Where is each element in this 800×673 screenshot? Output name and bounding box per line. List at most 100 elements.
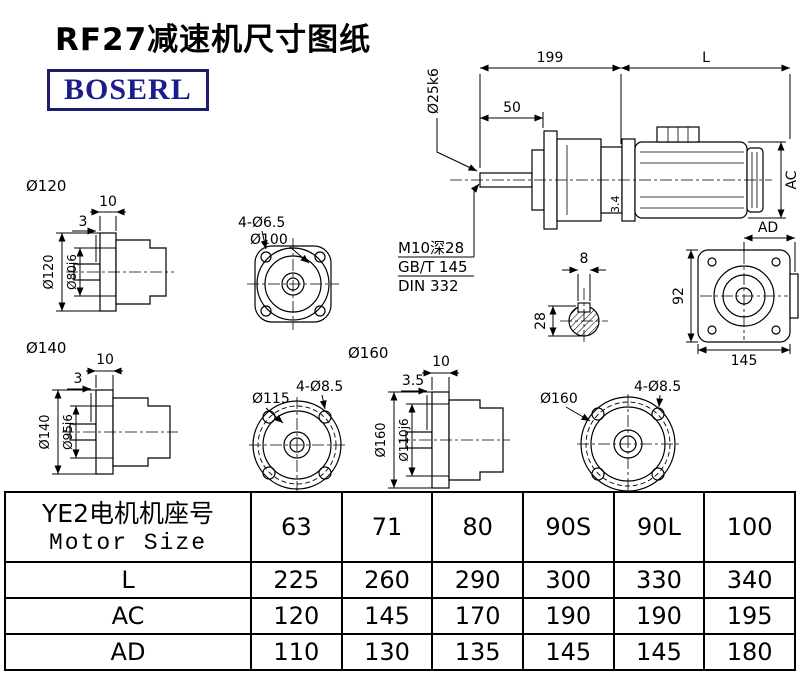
bolt-hole — [651, 467, 665, 481]
bolt-hole — [318, 410, 332, 424]
dim-dia-120-label: Ø120 — [42, 254, 57, 289]
label-dia-160: Ø160 — [540, 391, 591, 422]
value-cell: 130 — [340, 633, 434, 671]
value-cell: 290 — [431, 561, 524, 599]
bolt-hole — [262, 466, 276, 480]
value-cell: 110 — [250, 633, 343, 671]
dim-199-label: 199 — [537, 50, 564, 66]
bolt-hole — [314, 251, 326, 263]
dia-115-label: Ø115 — [252, 391, 290, 407]
bolt-hole — [314, 305, 326, 317]
face-100-view: 4-Ø6.5 Ø100 — [238, 215, 339, 330]
flange-140-title: Ø140 — [26, 339, 66, 357]
bolt-hole — [318, 466, 332, 480]
table-row-AD: AD 110 130 135 145 145 180 — [4, 633, 796, 671]
header-en: Motor Size — [48, 530, 208, 557]
dim-pilot-110: Ø110j6 — [397, 403, 449, 477]
value-cell: 190 — [612, 597, 706, 635]
size-cell: 63 — [250, 491, 343, 563]
dim-ad-label: AD — [758, 220, 778, 236]
size-cell: 90S — [521, 491, 615, 563]
size-cell: 71 — [340, 491, 434, 563]
dim-92: 92 — [671, 249, 698, 343]
dim-ac-label: AC — [784, 170, 800, 189]
flange-120-title: Ø120 — [26, 177, 66, 195]
dim-pilot-80: Ø80j6 — [65, 247, 116, 297]
shaft-dia-label: Ø25k6 — [426, 68, 442, 114]
dim-145: 145 — [697, 344, 791, 369]
motor-size-header-cell: YE2电机机座号 Motor Size — [4, 491, 252, 563]
logo-text: BOSERL — [64, 73, 192, 106]
size-cell: 80 — [431, 491, 524, 563]
dim-key-width: 8 — [562, 251, 606, 301]
dim-shaft-diameter: Ø25k6 — [426, 68, 478, 172]
dim-dia-140: Ø140 — [38, 389, 96, 475]
table-row-L: L 225 260 290 300 330 340 — [4, 561, 796, 599]
dia-100-label: Ø100 — [250, 232, 288, 248]
dim-3-5: 3.5 — [401, 373, 428, 430]
table-row-AC: AC 120 145 170 190 190 195 — [4, 597, 796, 635]
motor-dimension-table: YE2电机机座号 Motor Size 63 71 80 90S 90L 100… — [4, 491, 796, 671]
side-tab — [789, 273, 799, 319]
holes-8-5-label: 4-Ø8.5 — [296, 379, 343, 395]
holes-8-5-label: 4-Ø8.5 — [634, 379, 681, 395]
bolt-hole — [262, 410, 276, 424]
face-115-view: Ø115 4-Ø8.5 — [249, 379, 345, 491]
table-header-row: YE2电机机座号 Motor Size 63 71 80 90S 90L 100 — [4, 491, 796, 563]
dim-199: 199 — [479, 50, 622, 168]
row-label: AC — [4, 597, 252, 635]
dimension-drawing: 199 L 50 Ø25k6 AC 3.4 M10深28 GB/T 145 — [26, 50, 800, 492]
dim-dia-160: Ø160 — [374, 391, 432, 489]
dim-10-label: 10 — [99, 194, 117, 210]
tap-standard-gb-label: GB/T 145 — [398, 258, 468, 276]
page-title: RF27减速机尺寸图纸 — [55, 22, 372, 58]
label-dia-115: Ø115 — [252, 391, 290, 424]
value-cell: 170 — [431, 597, 524, 635]
dim-3-4: 3.4 — [609, 196, 622, 214]
value-cell: 120 — [250, 597, 343, 635]
bolt-hole — [591, 467, 605, 481]
size-cell: 90L — [612, 491, 706, 563]
rear-view: AD 92 145 — [671, 220, 799, 369]
tap-standard-din-label: DIN 332 — [398, 277, 459, 295]
dim-ac: AC — [748, 141, 800, 219]
row-label: AD — [4, 633, 252, 671]
dim-3-5-label: 3.5 — [402, 373, 424, 389]
label-bolt-holes: 4-Ø8.5 — [296, 379, 343, 410]
value-cell: 145 — [340, 597, 434, 635]
dim-dia-120: Ø120 — [42, 232, 100, 312]
label-dia-100: Ø100 — [250, 232, 310, 264]
holes-6-5-label: 4-Ø6.5 — [238, 215, 285, 231]
header-cn: YE2电机机座号 — [42, 498, 214, 528]
dim-pilot-95: Ø95j6 — [61, 405, 113, 459]
dim-ad: AD — [743, 220, 796, 272]
value-cell: 260 — [340, 561, 434, 599]
dim-10: 10 — [86, 352, 123, 396]
value-cell: 300 — [521, 561, 615, 599]
tap-spec-label: M10深28 — [398, 239, 464, 257]
bolt-hole — [260, 251, 272, 263]
value-cell: 195 — [703, 597, 796, 635]
dim-92-label: 92 — [671, 287, 687, 305]
dim-8-label: 8 — [580, 251, 589, 267]
value-cell: 180 — [703, 633, 796, 671]
dia-160-label: Ø160 — [540, 391, 578, 407]
value-cell: 340 — [703, 561, 796, 599]
dim-3-label: 3 — [74, 371, 83, 387]
main-assembly-view: 199 L 50 Ø25k6 AC 3.4 M10深28 GB/T 145 — [398, 50, 800, 295]
bolt-hole — [260, 305, 272, 317]
value-cell: 145 — [612, 633, 706, 671]
dim-3: 3 — [67, 371, 92, 422]
dim-dia-140-label: Ø140 — [38, 414, 53, 449]
dim-pilot-80-label: Ø80j6 — [65, 254, 79, 290]
dim-L-label: L — [702, 50, 710, 66]
flange-140-view: Ø140 10 3 Ø140 Ø95j6 — [26, 339, 178, 475]
flange-160-view: Ø160 10 3.5 Ø160 Ø110j6 — [348, 344, 510, 489]
dim-10-label: 10 — [432, 354, 450, 370]
value-cell: 145 — [521, 633, 615, 671]
dim-dia-160-label: Ø160 — [374, 422, 389, 457]
dim-pilot-95-label: Ø95j6 — [61, 414, 75, 450]
dim-10: 10 — [422, 354, 459, 398]
boserl-logo: BOSERL — [47, 69, 209, 111]
value-cell: 330 — [612, 561, 706, 599]
